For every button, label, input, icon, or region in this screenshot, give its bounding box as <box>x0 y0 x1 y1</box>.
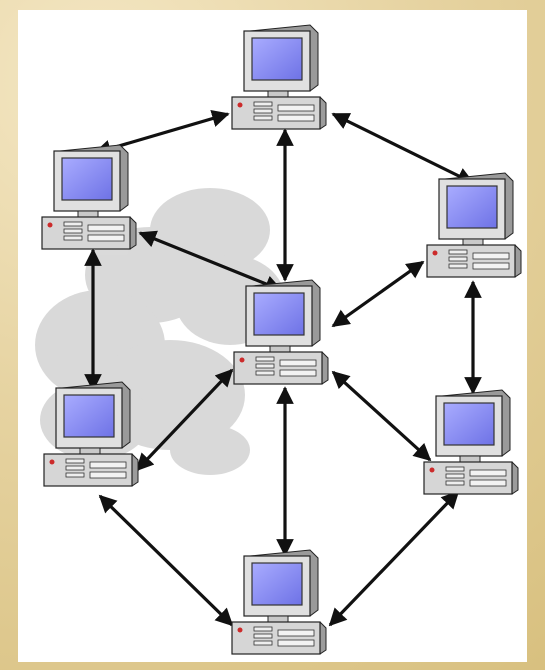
pc-upper-left-desktop-computer-icon <box>41 144 137 250</box>
pc-upper-right-desktop-computer-icon <box>426 172 522 278</box>
link-pc-lower-left-to-pc-bottom <box>98 494 234 627</box>
pc-bottom-desktop-computer-icon <box>231 549 327 655</box>
pc-lower-right-desktop-computer-icon <box>423 389 519 495</box>
connection-links <box>84 110 482 627</box>
link-pc-center-to-pc-lower-left <box>135 368 234 472</box>
link-pc-center-to-pc-lower-right <box>331 370 432 462</box>
pc-center-desktop-computer-icon <box>233 279 329 385</box>
link-pc-upper-left-to-pc-center <box>138 230 283 293</box>
pc-lower-left-desktop-computer-icon <box>43 381 139 487</box>
computer-nodes <box>41 24 522 655</box>
link-pc-top-to-pc-upper-right <box>331 112 475 185</box>
pc-top-desktop-computer-icon <box>231 24 327 130</box>
link-pc-upper-right-to-pc-center <box>331 260 425 328</box>
link-pc-lower-right-to-pc-bottom <box>328 490 460 627</box>
